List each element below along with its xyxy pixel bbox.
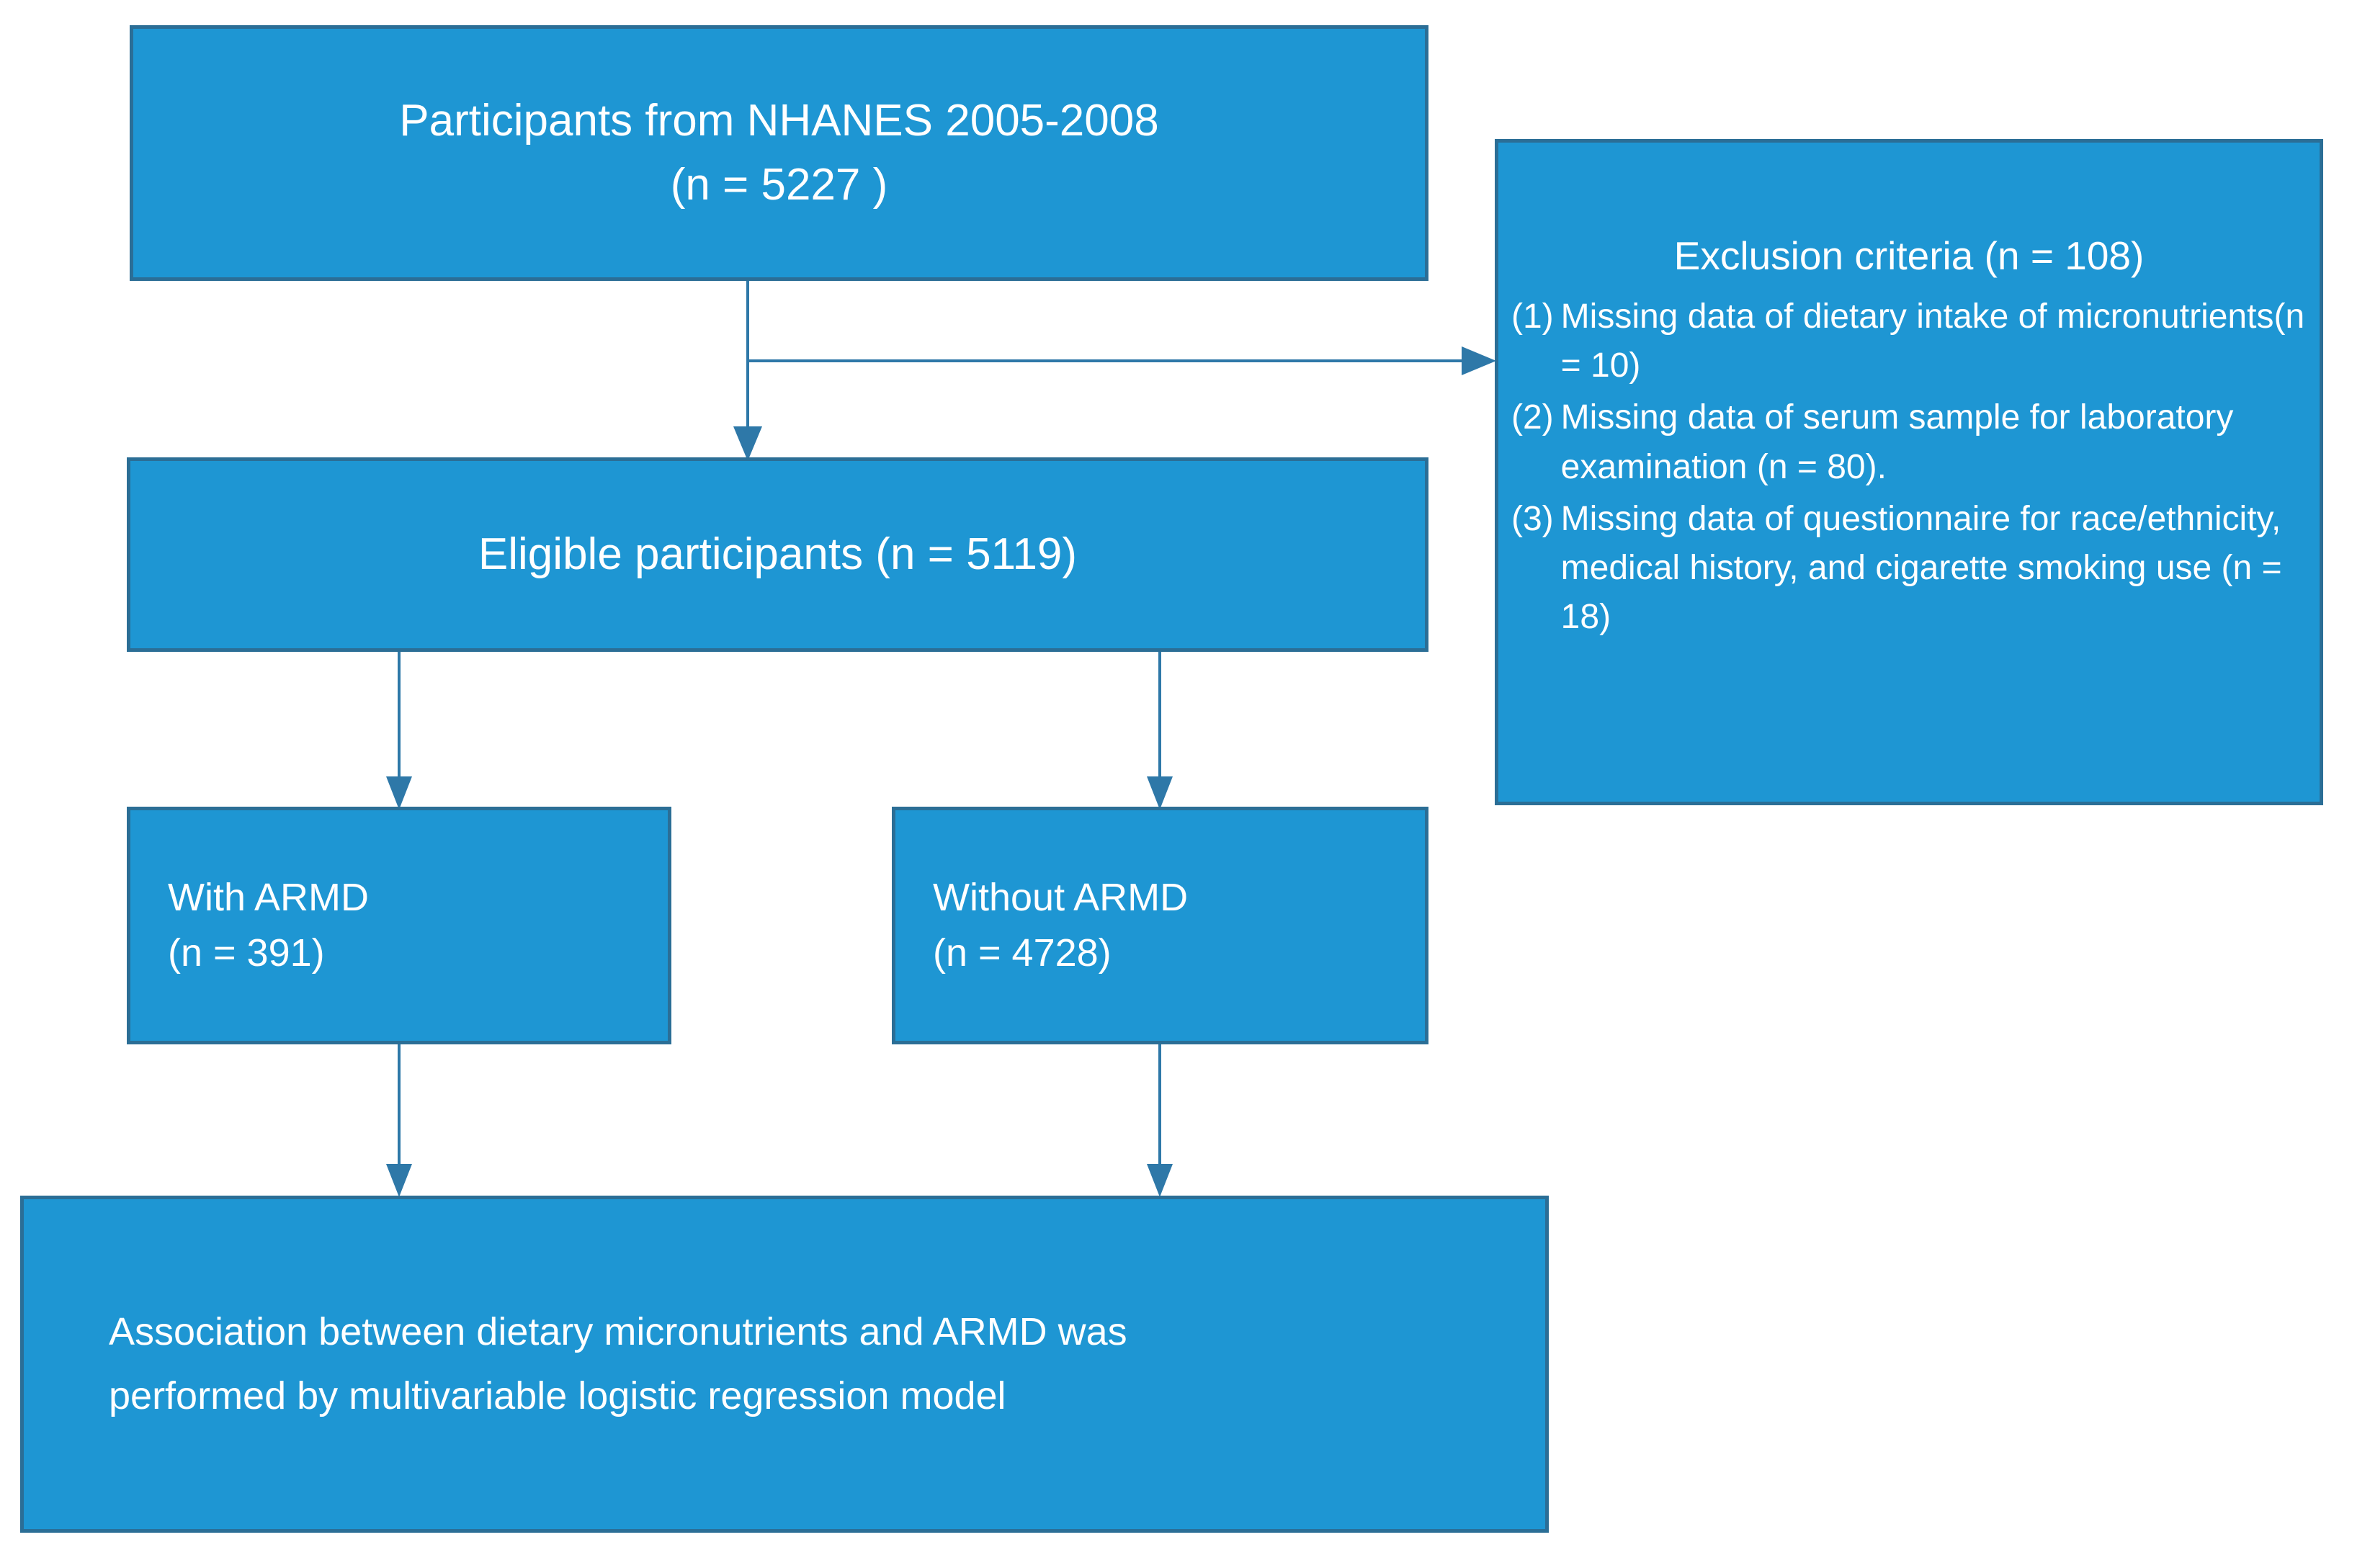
box-association-analysis: Association between dietary micronutrien… — [20, 1196, 1549, 1533]
participants-title: Participants from NHANES 2005-2008 — [399, 96, 1159, 146]
exclusion-item-1: (1) Missing data of dietary intake of mi… — [1511, 292, 2307, 390]
exclusion-item-2-text: Missing data of serum sample for laborat… — [1560, 398, 2234, 486]
eligible-label: Eligible participants (n = 5119) — [478, 529, 1078, 579]
box-without-armd: Without ARMD (n = 4728) — [892, 807, 1428, 1044]
connector-eligible-to-without-armd — [1147, 652, 1173, 810]
connector-without-armd-to-association — [1147, 1044, 1173, 1197]
exclusion-item-3-number: (3) — [1511, 499, 1554, 538]
with-armd-label: With ARMD — [168, 876, 370, 920]
exclusion-item-3: (3) Missing data of questionnaire for ra… — [1511, 495, 2307, 642]
exclusion-item-2-number: (2) — [1511, 398, 1554, 437]
box-participants-from-nhanes: Participants from NHANES 2005-2008 (n = … — [130, 25, 1428, 281]
without-armd-count: (n = 4728) — [933, 931, 1112, 975]
association-line-2: performed by multivariable logistic regr… — [109, 1374, 1006, 1417]
box-with-armd: With ARMD (n = 391) — [127, 807, 671, 1044]
exclusion-item-1-text: Missing data of dietary intake of micron… — [1560, 297, 2305, 385]
association-line-1: Association between dietary micronutrien… — [109, 1310, 1127, 1354]
exclusion-item-1-number: (1) — [1511, 297, 1554, 336]
exclusion-title: Exclusion criteria (n = 108) — [1673, 233, 2145, 278]
connector-with-armd-to-association — [386, 1044, 412, 1197]
exclusion-item-2: (2) Missing data of serum sample for lab… — [1511, 393, 2307, 491]
connector-eligible-to-with-armd — [386, 652, 412, 810]
box-eligible-participants: Eligible participants (n = 5119) — [127, 457, 1428, 652]
box-exclusion-criteria: Exclusion criteria (n = 108) (1) Missing… — [1495, 139, 2323, 805]
exclusion-item-3-text: Missing data of questionnaire for race/e… — [1560, 499, 2282, 637]
participants-count: (n = 5227 ) — [670, 159, 888, 210]
without-armd-label: Without ARMD — [933, 876, 1189, 920]
connector-participants-to-exclusion — [748, 346, 1496, 375]
connector-participants-to-eligible — [733, 281, 762, 461]
with-armd-count: (n = 391) — [168, 931, 325, 975]
